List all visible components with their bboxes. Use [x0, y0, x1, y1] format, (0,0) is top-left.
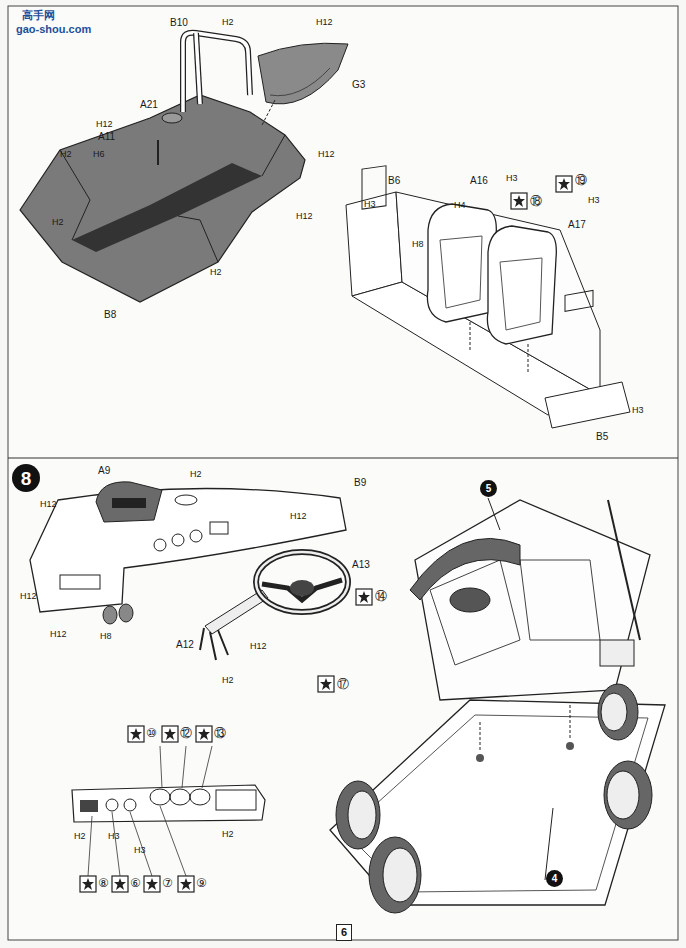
- part-label: H3: [108, 832, 120, 841]
- callout-number: 5: [480, 480, 497, 497]
- part-label: B10: [170, 18, 188, 28]
- part-label: B5: [596, 432, 608, 442]
- decal-number: ⑧: [98, 877, 109, 889]
- decal-number: ⑱: [530, 195, 542, 207]
- page-number: 6: [336, 924, 352, 941]
- part-label: A17: [568, 220, 586, 230]
- part-label: H2: [190, 470, 202, 479]
- part-label: H2: [74, 832, 86, 841]
- part-label: H3: [588, 196, 600, 205]
- part-label: G3: [352, 80, 365, 90]
- watermark: gao-shou.com: [16, 24, 91, 35]
- part-label: A12: [176, 640, 194, 650]
- part-label: H2: [222, 18, 234, 27]
- part-label: H8: [100, 632, 112, 641]
- watermark: 高手网: [22, 10, 55, 21]
- part-label: H12: [50, 630, 67, 639]
- part-label: H12: [318, 150, 335, 159]
- number-text: 8: [21, 469, 32, 488]
- part-label: A11: [98, 132, 115, 142]
- number-text: 4: [552, 874, 558, 884]
- step-number: 8: [12, 464, 40, 492]
- part-label: H12: [40, 500, 57, 509]
- part-label: A16: [470, 176, 488, 186]
- decal-number: ⑨: [196, 877, 207, 889]
- part-label: H2: [222, 676, 234, 685]
- part-label: B9: [354, 478, 366, 488]
- number-text: 5: [486, 484, 492, 494]
- part-label: H4: [454, 201, 466, 210]
- part-label: H12: [290, 512, 307, 521]
- part-label: H12: [316, 18, 333, 27]
- part-label: H6: [93, 150, 105, 159]
- part-label: H3: [506, 174, 518, 183]
- part-label: H3: [134, 846, 146, 855]
- part-label: B8: [104, 310, 116, 320]
- decal-number: ⑲: [575, 174, 587, 186]
- decal-number: ⑭: [375, 590, 387, 602]
- decal-number: ⑦: [162, 877, 173, 889]
- decal-number: ⑬: [214, 727, 226, 739]
- number-text: 6: [341, 927, 347, 938]
- part-label: H3: [364, 200, 376, 209]
- part-label: H2: [222, 830, 234, 839]
- part-label: H3: [632, 406, 644, 415]
- decal-number: ⑩: [146, 727, 157, 739]
- part-label: H12: [250, 642, 267, 651]
- part-label: H8: [412, 240, 424, 249]
- part-label: A13: [352, 560, 370, 570]
- decal-number: ⑥: [130, 877, 141, 889]
- decal-number: ⑫: [180, 727, 192, 739]
- part-label: H2: [210, 268, 222, 277]
- part-label: B6: [388, 176, 400, 186]
- decal-number: ⑰: [337, 678, 349, 690]
- part-label: H2: [52, 218, 64, 227]
- callout-number: 4: [546, 870, 563, 887]
- part-label: A21: [140, 100, 158, 110]
- part-label: H12: [20, 592, 37, 601]
- part-label: A9: [98, 466, 110, 476]
- part-label: H2: [60, 150, 72, 159]
- part-label: H12: [296, 212, 313, 221]
- part-label: H12: [96, 120, 113, 129]
